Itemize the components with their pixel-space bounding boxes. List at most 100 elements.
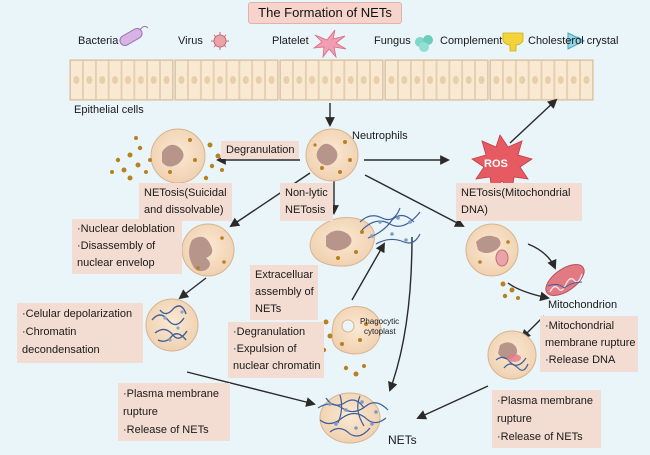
epithelial-nucleus [163, 76, 170, 84]
plasma-right-line-1: ·Plasma membrane [497, 395, 593, 407]
epithelial-cell-layer [69, 59, 594, 101]
epithelial-nucleus [388, 76, 395, 84]
epithelial-nucleus [519, 76, 526, 84]
flow-arrows [178, 98, 558, 420]
epithelial-nucleus [73, 76, 80, 84]
depolarization-box: ·Celular depolarization ·Chromatin decon… [17, 303, 143, 363]
epithelial-nucleus [124, 76, 131, 84]
extracellular-line-3: NETs [255, 303, 282, 315]
non-lytic-line-2: NETosis [285, 204, 326, 216]
epithelial-nucleus [506, 76, 513, 84]
non-lytic-box: Non-lytic NETosis [280, 183, 333, 221]
depolarization-line-1: ·Celular depolarization [22, 308, 133, 320]
netosis-suicidal-line-1: NETosis(Suicidal [144, 187, 227, 199]
epithelial-nucleus [86, 76, 93, 84]
plasma-rupture-left-box: ·Plasma membrane rupture ·Release of NET… [118, 383, 230, 441]
epithelial-nucleus [191, 76, 198, 84]
non-lytic-cell [309, 217, 375, 267]
granules-right [500, 281, 520, 300]
nuclear-line-2: ·Disassembly of [77, 240, 156, 252]
depolarization-line-2: ·Chromatin [22, 326, 77, 338]
bacteria-icon [119, 25, 149, 47]
epithelial-nucleus [137, 76, 144, 84]
cholesterol-crystal-icon [567, 32, 586, 50]
mitochondrion-icon [545, 263, 585, 297]
plasma-left-line-2: rupture [123, 406, 158, 418]
decondensing-cell [145, 298, 199, 352]
nets-label: NETs [388, 433, 417, 447]
epithelial-nucleus [478, 76, 485, 84]
nuclear-line-1: ·Nuclear deloblation [77, 223, 175, 235]
epithelial-cells-label: Epithelial cells [74, 104, 144, 116]
net-strands-upper [359, 207, 421, 245]
cholesterol-crystal-label: Cholesterol crystal [528, 35, 619, 47]
epithelial-nucleus [439, 76, 446, 84]
plasma-left-line-3: ·Release of NETs [123, 424, 209, 436]
nuclear-deloblation-box: ·Nuclear deloblation ·Disassembly of nuc… [72, 219, 182, 274]
epithelial-nucleus [544, 76, 551, 84]
plasma-rupture-right-box: ·Plasma membrane rupture ·Release of NET… [492, 390, 601, 448]
netosis-suicidal-box: NETosis(Suicidal and dissolvable) [139, 183, 232, 221]
virus-icon [211, 32, 229, 50]
depolarization-line-3: decondensation [22, 344, 100, 356]
epithelial-nucleus [334, 76, 341, 84]
epithelial-nucleus [414, 76, 421, 84]
net-strands-result [317, 394, 389, 437]
platelet-label: Platelet [272, 35, 309, 47]
extracellular-line-1: Extracelluar [255, 269, 314, 281]
degranulation-box: Degranulation [221, 141, 299, 159]
delobulating-cell [181, 223, 235, 277]
netosis-suicidal-line-2: and dissolvable) [144, 204, 224, 216]
epithelial-nucleus [465, 76, 472, 84]
fungus-label: Fungus [374, 35, 411, 47]
epithelial-nucleus [360, 76, 367, 84]
phagocytic-label-1: Phagocytic [360, 317, 400, 326]
bacteria-label: Bacteria [78, 35, 119, 47]
neutrophil-cell [305, 128, 359, 182]
epithelial-nucleus [347, 76, 354, 84]
net-beads-result [328, 400, 378, 430]
epithelial-nucleus [255, 76, 262, 84]
epithelial-nucleus [452, 76, 459, 84]
extracellular-line-2: assembly of [255, 286, 314, 298]
degran-line-3: nuclear chromatin [233, 360, 321, 372]
nuclear-line-3: nuclear envelop [77, 257, 155, 269]
epithelial-nucleus [570, 76, 577, 84]
netosis-mito-line-2: DNA) [461, 204, 488, 216]
degranulation-text: Degranulation [226, 144, 295, 156]
plasma-left-line-1: ·Plasma membrane [123, 388, 219, 400]
ros-label: ROS [484, 158, 508, 170]
epithelial-nucleus [112, 76, 119, 84]
degran-line-2: ·Expulsion of [233, 343, 297, 355]
epithelial-nucleus [204, 76, 211, 84]
epithelial-nucleus [283, 76, 290, 84]
epithelial-nucleus [532, 76, 539, 84]
epithelial-nucleus [373, 76, 380, 84]
platelet-icon [312, 29, 347, 59]
epithelial-nucleus [309, 76, 316, 84]
mito-line-1: ·Mitochondrial [545, 320, 615, 332]
mitochondrial-rupture-box: ·Mitochondrial membrane rupture ·Release… [540, 316, 638, 372]
epithelial-nucleus [322, 76, 329, 84]
mito-line-2: membrane rupture [545, 337, 636, 349]
diagram-title: The Formation of NETs [248, 2, 402, 24]
mito-netosis-cell [465, 223, 519, 277]
epithelial-nucleus [557, 76, 564, 84]
epithelial-nucleus [229, 76, 236, 84]
virus-label: Virus [178, 35, 203, 47]
netosis-mito-box: NETosis(Mitochondrial DNA) [456, 183, 582, 221]
neutrophils-label: Neutrophils [352, 130, 408, 142]
degranulating-cell [150, 128, 206, 184]
phagocytic-label-2: cytoplast [364, 327, 396, 336]
epithelial-nucleus [99, 76, 106, 84]
fungus-icon [415, 35, 433, 52]
epithelial-nucleus [493, 76, 500, 84]
non-lytic-line-1: Non-lytic [285, 187, 328, 199]
phagocytic-cytoplast [321, 306, 382, 377]
plasma-right-line-3: ·Release of NETs [497, 431, 583, 443]
epithelial-nucleus [242, 76, 249, 84]
ros-burst-icon [471, 134, 533, 192]
epithelial-nucleus [268, 76, 275, 84]
plasma-right-line-2: rupture [497, 413, 532, 425]
